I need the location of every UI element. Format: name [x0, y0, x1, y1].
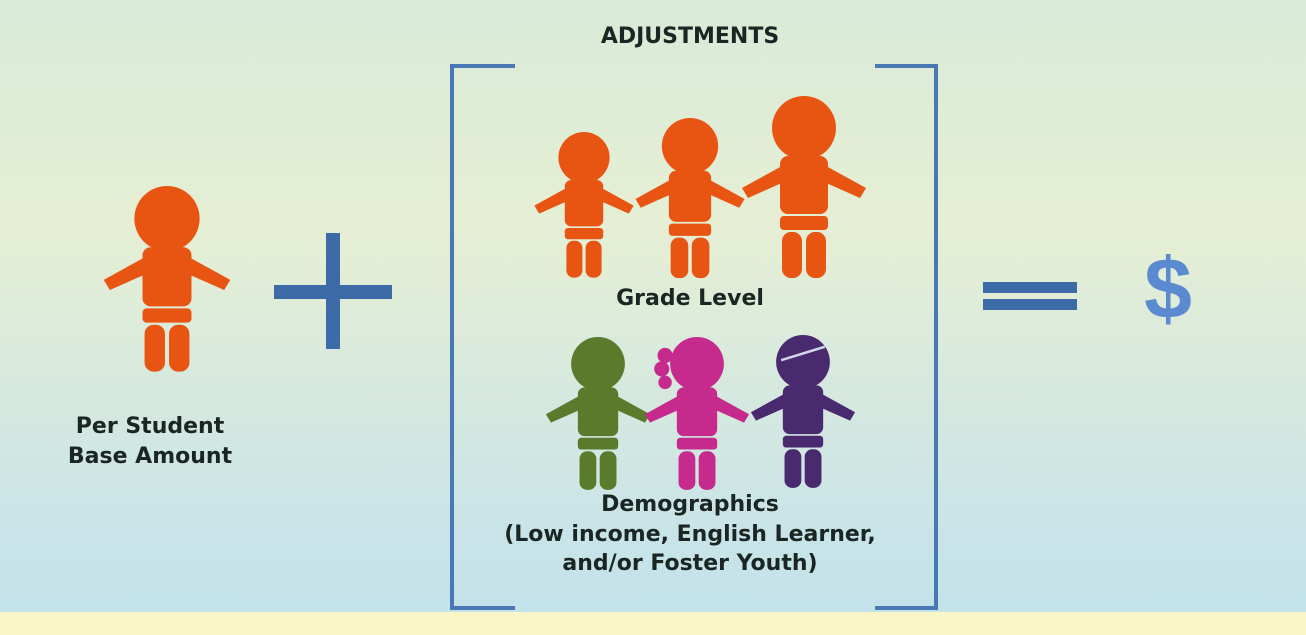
- demographics-title: Demographics: [601, 492, 779, 517]
- green-child-icon: [545, 337, 651, 490]
- formula-diagram: $: [103, 64, 1192, 610]
- demographics-label: Demographics (Low income, English Learne…: [470, 490, 910, 579]
- dollar-icon: $: [1144, 241, 1192, 337]
- base-amount-label: Per Student Base Amount: [30, 412, 270, 471]
- equals-icon: [983, 282, 1077, 310]
- base-label-line2: Base Amount: [67, 443, 233, 469]
- base-label-line1: Per Student: [75, 414, 225, 439]
- pink-girl-icon: [644, 337, 750, 490]
- grade-child-icon-large: [742, 96, 866, 278]
- grade-child-icon-small: [534, 132, 634, 278]
- left-bracket: [450, 64, 515, 610]
- demographics-detail-line1: (Low income, English Learner,: [504, 521, 876, 547]
- plus-icon: [274, 233, 392, 349]
- demographics-detail-line2: and/or Foster Youth): [562, 551, 818, 577]
- grade-level-label: Grade Level: [616, 286, 764, 311]
- right-bracket: [875, 64, 938, 610]
- bottom-strip: [0, 612, 1306, 635]
- grade-child-icon-medium: [635, 118, 745, 279]
- base-child-icon: [103, 186, 231, 372]
- adjustments-title: ADJUSTMENTS: [600, 24, 780, 49]
- purple-child-icon: [750, 335, 856, 488]
